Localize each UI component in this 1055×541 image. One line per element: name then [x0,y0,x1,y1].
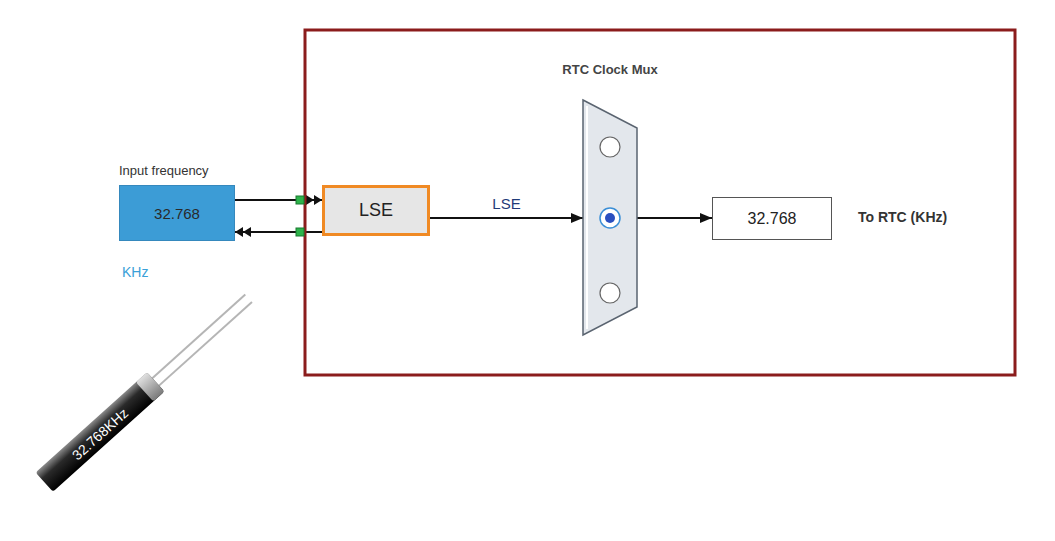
mux-highlight [586,106,588,329]
connector-arrow [430,217,583,219]
field-caption: Input frequency [119,163,209,178]
radio-option [600,137,620,157]
input-frequency-box: 32.768 [119,185,235,241]
connector-arrow [235,231,322,233]
unit-label: KHz [122,264,148,280]
mux-shape [540,62,680,337]
pin-square [296,228,304,236]
box-text: 32.768 [154,205,200,222]
box-text: 32.768 [748,210,797,228]
pin-square [296,196,304,204]
crystal-illustration [36,289,258,492]
chip-outline [305,30,1015,375]
signal-label: LSE [490,195,522,212]
radio-selected [600,208,620,228]
mux-body [583,100,637,335]
connector-arrow [637,217,712,219]
radio-dot [605,213,615,223]
mux-title: RTC Clock Mux [562,62,657,77]
crystal-marking: 32.768KHz [69,405,131,463]
box-text: LSE [359,200,393,221]
lse-block: LSE [322,185,430,236]
radio-option [600,283,620,303]
clock-mux: RTC Clock Mux [540,62,680,337]
connector-arrow [235,199,322,201]
output-frequency-box: 32.768 [712,197,832,240]
output-caption: To RTC (KHz) [858,209,947,225]
